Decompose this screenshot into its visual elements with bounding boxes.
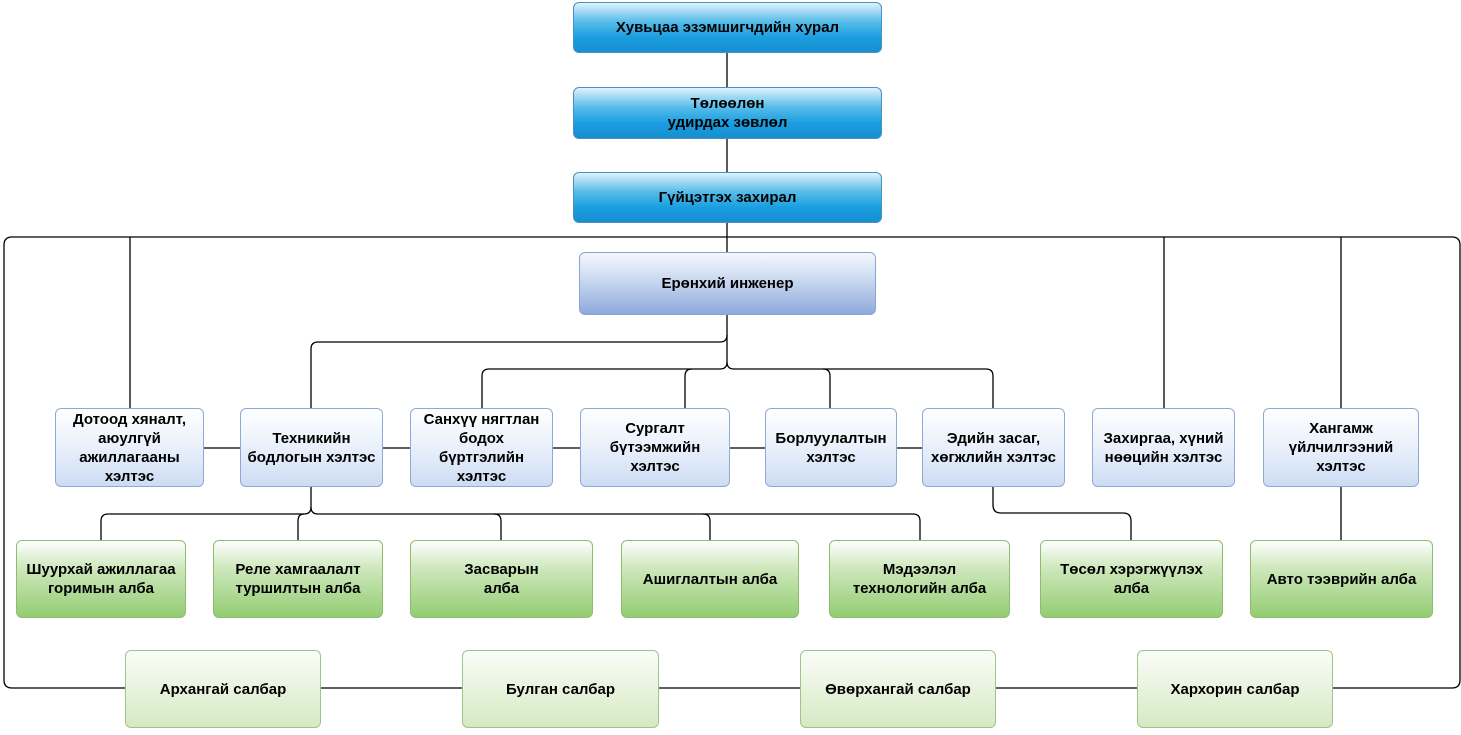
node-it-label: Мэдээлэл технологийн алба	[852, 561, 987, 597]
node-branch-arkhangai-label: Архангай салбар	[159, 680, 287, 698]
node-technical-policy[interactable]: Техникийн бодлогын хэлтэс	[240, 408, 383, 487]
node-operation-label: Ашиглалтын алба	[642, 570, 778, 588]
node-relay-protection[interactable]: Реле хамгаалалт туршилтын алба	[213, 540, 383, 618]
node-sales-label: Борлуулалтын хэлтэс	[775, 429, 887, 466]
node-internal-control-label: Дотоод хяналт, аюулгүй ажиллагааны хэлтэ…	[72, 410, 187, 485]
node-administration-hr-label: Захиргаа, хүний нөөцийн хэлтэс	[1103, 429, 1224, 466]
node-auto-transport-label: Авто тээврийн алба	[1266, 570, 1417, 588]
node-ceo[interactable]: Гүйцэтгэх захирал	[573, 172, 882, 223]
node-operation[interactable]: Ашиглалтын алба	[621, 540, 799, 618]
node-branch-bulgan[interactable]: Булган салбар	[462, 650, 659, 728]
node-relay-protection-label: Реле хамгаалалт туршилтын алба	[235, 561, 361, 597]
node-internal-control[interactable]: Дотоод хяналт, аюулгүй ажиллагааны хэлтэ…	[55, 408, 204, 487]
node-chief-engineer[interactable]: Ерөнхий инженер	[579, 252, 876, 315]
node-branch-uvurkhangai[interactable]: Өвөрхангай салбар	[800, 650, 996, 728]
node-project[interactable]: Төсөл хэрэгжүүлэх алба	[1040, 540, 1223, 618]
node-chief-engineer-label: Ерөнхий инженер	[661, 275, 794, 292]
node-mine-operation[interactable]: Шуурхай ажиллагаа горимын алба	[16, 540, 186, 618]
node-board[interactable]: Төлөөлөн удирдах зөвлөл	[573, 87, 882, 139]
node-branch-kharkhorin[interactable]: Хархорин салбар	[1137, 650, 1333, 728]
node-ceo-label: Гүйцэтгэх захирал	[658, 189, 797, 206]
node-shareholders[interactable]: Хувьцаа эзэмшигчдийн хурал	[573, 2, 882, 53]
node-branch-uvurkhangai-label: Өвөрхангай салбар	[825, 680, 971, 698]
node-administration-hr[interactable]: Захиргаа, хүний нөөцийн хэлтэс	[1092, 408, 1235, 487]
node-finance-accounting-label: Санхүү нягтлан бодох бүртгэлийн хэлтэс	[423, 410, 540, 485]
node-repair-label: Засварын алба	[464, 561, 539, 597]
node-project-label: Төсөл хэрэгжүүлэх алба	[1060, 561, 1203, 597]
node-sales[interactable]: Борлуулалтын хэлтэс	[765, 408, 897, 487]
node-it[interactable]: Мэдээлэл технологийн алба	[829, 540, 1010, 618]
node-branch-kharkhorin-label: Хархорин салбар	[1170, 680, 1300, 698]
node-supply-service[interactable]: Хангамж үйлчилгээний хэлтэс	[1263, 408, 1419, 487]
node-finance-accounting[interactable]: Санхүү нягтлан бодох бүртгэлийн хэлтэс	[410, 408, 553, 487]
node-shareholders-label: Хувьцаа эзэмшигчдийн хурал	[615, 19, 840, 36]
node-branch-bulgan-label: Булган салбар	[505, 680, 616, 698]
node-board-label: Төлөөлөн удирдах зөвлөл	[667, 95, 788, 131]
node-branch-arkhangai[interactable]: Архангай салбар	[125, 650, 321, 728]
node-supply-service-label: Хангамж үйлчилгээний хэлтэс	[1288, 420, 1394, 475]
node-economics[interactable]: Эдийн засаг, хөгжлийн хэлтэс	[922, 408, 1065, 487]
node-auto-transport[interactable]: Авто тээврийн алба	[1250, 540, 1433, 618]
node-technical-policy-label: Техникийн бодлогын хэлтэс	[247, 429, 376, 466]
node-mine-operation-label: Шуурхай ажиллагаа горимын алба	[26, 561, 176, 597]
node-economics-label: Эдийн засаг, хөгжлийн хэлтэс	[931, 429, 1056, 466]
node-training-label: Сургалт бүтээмжийн хэлтэс	[609, 420, 701, 475]
node-training[interactable]: Сургалт бүтээмжийн хэлтэс	[580, 408, 730, 487]
node-repair[interactable]: Засварын алба	[410, 540, 593, 618]
